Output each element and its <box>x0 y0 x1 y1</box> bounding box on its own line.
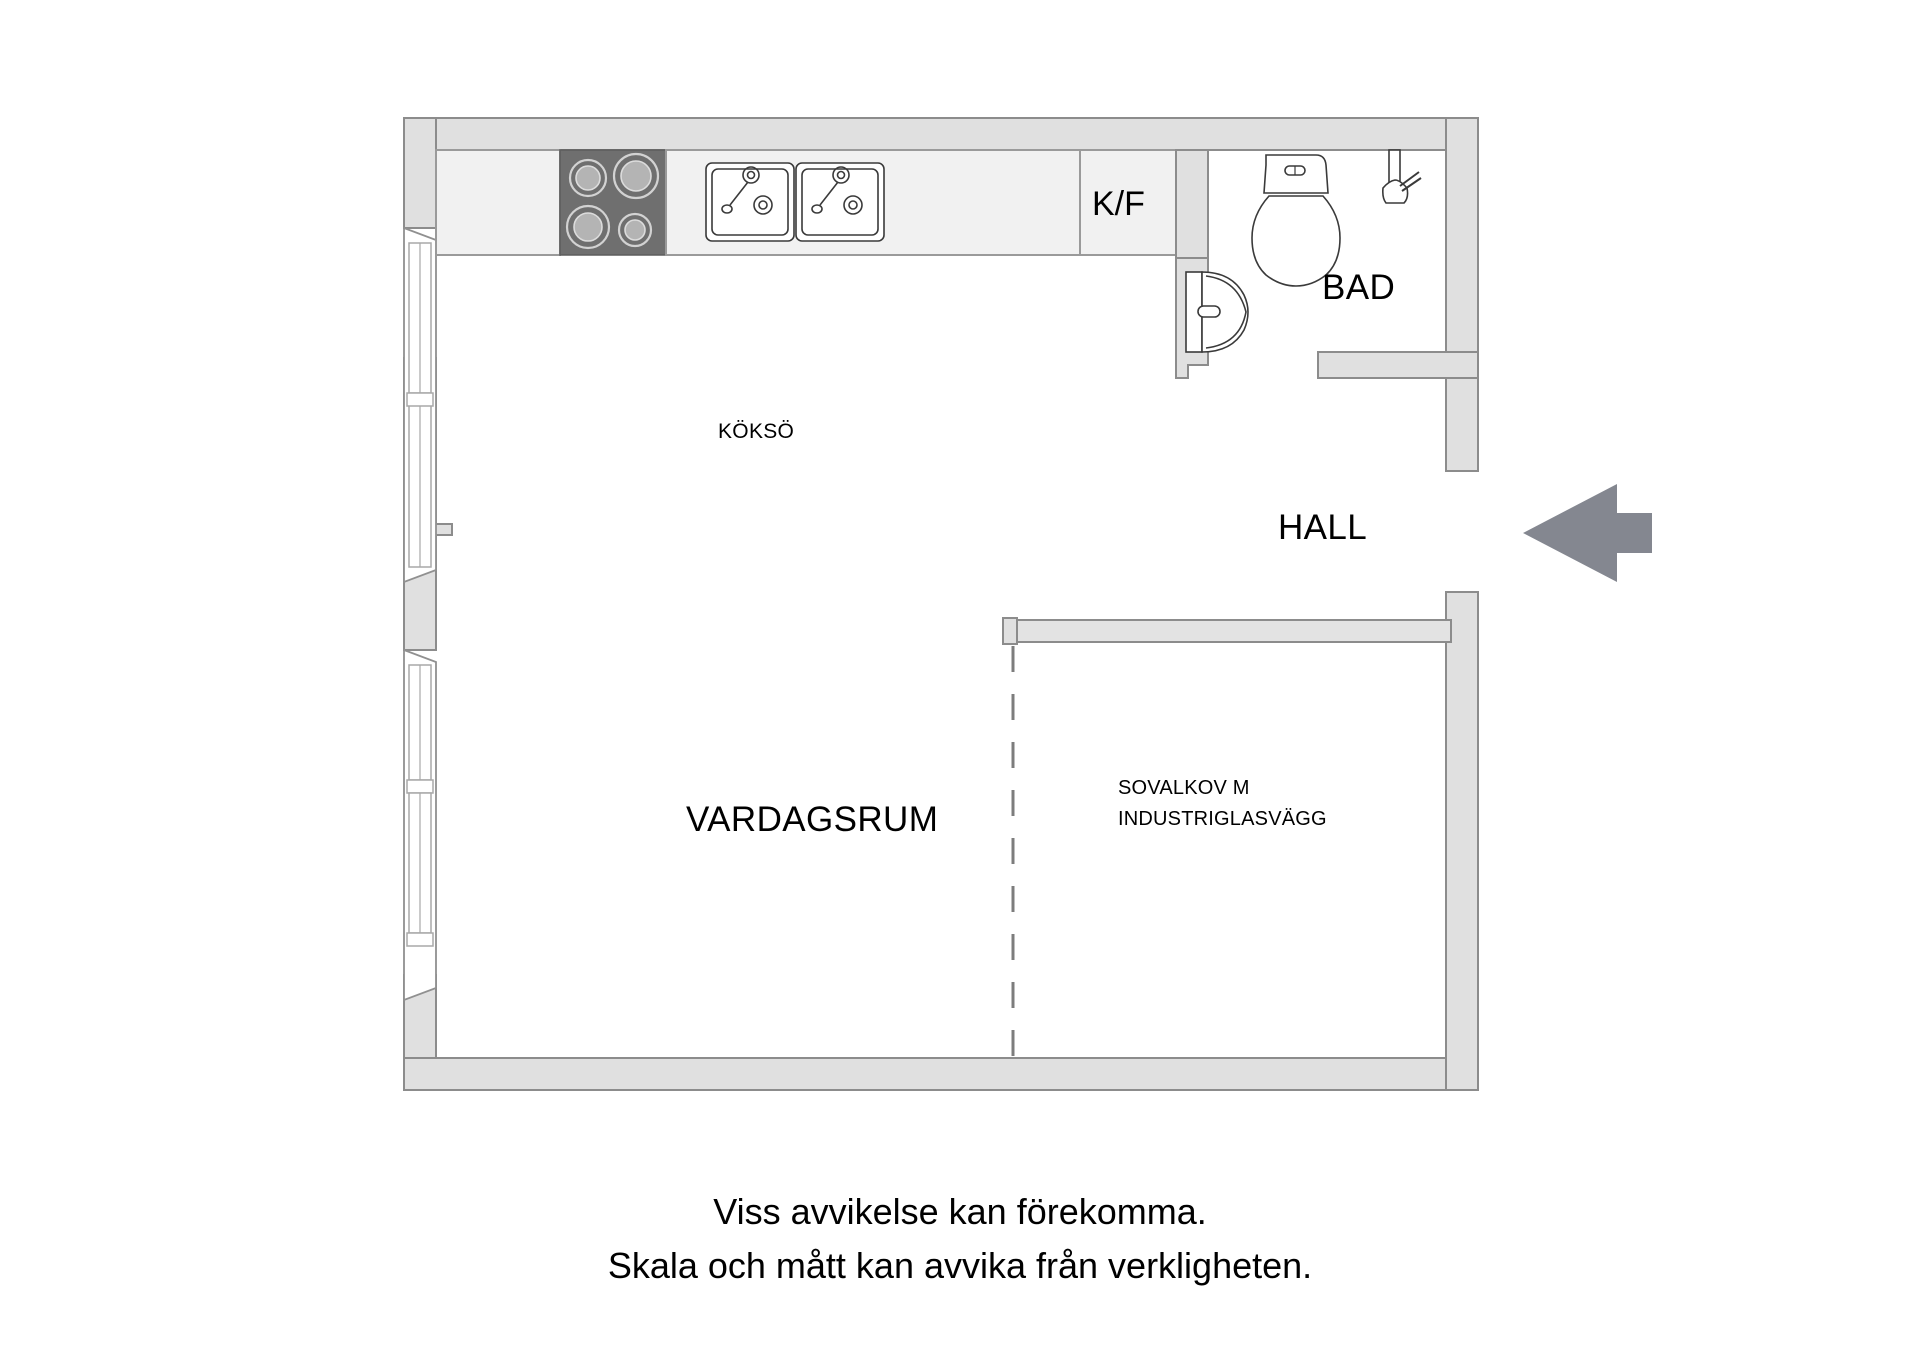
wall-right-lower <box>1445 591 1479 1091</box>
double-sink <box>705 162 885 242</box>
wall-top <box>403 117 1479 151</box>
label-bedroom-alcove-line1: SOVALKOV M <box>1118 777 1250 799</box>
cabinet-run-left <box>435 149 561 256</box>
label-bathroom: BAD <box>1322 268 1396 307</box>
label-bedroom-alcove-line2: INDUSTRIGLASVÄGG <box>1118 808 1327 830</box>
toilet-fixture <box>1251 154 1341 287</box>
fridge-freezer-unit <box>1079 149 1177 256</box>
shower-head-fixture <box>1382 149 1422 204</box>
wall-bedroom-header-cap <box>1002 617 1018 645</box>
window-upper-left <box>403 226 437 584</box>
disclaimer-line-1: Viss avvikelse kan förekomma. <box>713 1191 1207 1232</box>
label-fridge-freezer: K/F <box>1092 185 1145 223</box>
disclaimer-block: Viss avvikelse kan förekomma. Skala och … <box>0 1185 1920 1293</box>
wall-bathroom-bottom <box>1317 351 1479 379</box>
disclaimer-line-2: Skala och mått kan avvika från verklighe… <box>607 1245 1313 1286</box>
wall-bedroom-header <box>1002 619 1452 643</box>
wall-right-upper <box>1445 117 1479 472</box>
window-lower-left <box>403 648 437 1002</box>
wall-left-top-corner <box>403 117 437 229</box>
wall-bottom <box>403 1057 1479 1091</box>
cooktop <box>559 149 667 256</box>
entrance-arrow <box>1523 484 1652 582</box>
label-kitchen-island: KÖKSÖ <box>718 420 795 443</box>
label-hall: HALL <box>1278 508 1368 547</box>
label-living-room: VARDAGSRUM <box>686 800 939 839</box>
wall-bathroom-left-upper <box>1175 149 1209 259</box>
washbasin-fixture <box>1185 271 1249 353</box>
